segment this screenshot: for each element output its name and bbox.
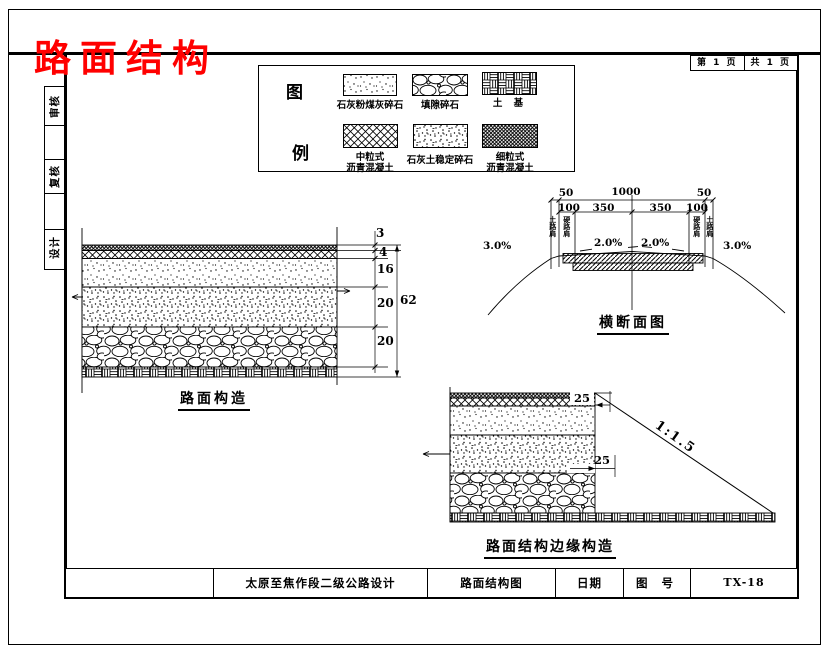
frame-bottom-line [64, 596, 798, 599]
title-block: 太原至焦作段二级公路设计 路面结构图 日期 图 号 TX-18 [66, 568, 797, 597]
sheet-title: 路面结构 [34, 36, 218, 80]
legend-label-lime-flyash: 石灰粉煤灰碎石 [336, 100, 404, 111]
legend-swatch-diamond-hatch [343, 124, 398, 148]
pavement-structure-caption: 路面构造 [178, 388, 250, 411]
slope-outer-left: 3.0% [483, 240, 512, 252]
edge-detail-drawing [422, 387, 776, 523]
pavement-structure-drawing [71, 227, 401, 393]
dim-total-1000: 1000 [611, 186, 641, 198]
title-block-project: 太原至焦作段二级公路设计 [213, 569, 427, 597]
legend-label-choked-crushed-stone: 填隙碎石 [420, 100, 459, 111]
dim-lane-350-right: 350 [649, 202, 672, 214]
outer-border [8, 9, 821, 645]
title-block-date-label: 日期 [555, 569, 623, 597]
shoulder-label-hard-right: 硬路肩 [692, 216, 701, 237]
dim-shoulder-50-right: 50 [696, 187, 712, 199]
dim-hard-shoulder-100-left: 100 [558, 202, 580, 214]
signature-cell-fuhe: 复核 [45, 159, 64, 193]
signature-cell-empty-1 [45, 125, 64, 159]
shoulder-label-hard-left: 硬路肩 [562, 216, 571, 237]
page-number-total: 共 1 页 [743, 56, 798, 70]
cross-section-caption: 横断面图 [597, 312, 669, 335]
title-block-fig-no-label: 图 号 [623, 569, 690, 597]
legend-label-medium-asphalt-1: 中粒式 [355, 152, 385, 163]
dim-layer-1: 3 [376, 226, 385, 240]
title-block-drawing-title: 路面结构图 [427, 569, 555, 597]
legend-label-fine-asphalt-2: 沥青混凝土 [486, 163, 534, 174]
legend-swatch-fine-crosshatch [482, 124, 538, 148]
legend-label-subgrade: 土 基 [492, 98, 528, 109]
slope-outer-right: 3.0% [723, 240, 752, 252]
signature-cell-empty-2 [45, 193, 64, 229]
title-block-empty-cell [66, 569, 213, 597]
legend-swatch-stipple-dense [413, 124, 468, 148]
shoulder-label-earth-right: 土路肩 [705, 216, 714, 237]
dim-edge-25-mid: 25 [593, 453, 610, 467]
dim-shoulder-50-left: 50 [558, 187, 574, 199]
shoulder-label-earth-left: 土路肩 [548, 216, 557, 237]
cross-section-drawing [487, 195, 786, 316]
dim-layer-4: 20 [377, 296, 394, 310]
title-block-fig-no-value: TX-18 [690, 569, 797, 597]
legend-swatch-cobble [412, 74, 468, 96]
slope-inner-left: 2.0% [594, 237, 623, 249]
page-number-current: 第 1 页 [696, 58, 738, 68]
legend-heading-bottom: 例 [292, 144, 309, 164]
legend-swatch-stipple-light [343, 74, 397, 96]
edge-detail-caption: 路面结构边缘构造 [484, 536, 616, 559]
frame-top-line [8, 52, 821, 55]
legend-label-lime-soil: 石灰土稳定碎石 [406, 155, 474, 166]
frame-right-line [796, 52, 799, 599]
signature-cell-shenhe: 审核 [45, 87, 64, 125]
legend-label-medium-asphalt-2: 沥青混凝土 [346, 163, 394, 174]
dim-layer-3: 16 [377, 262, 394, 276]
dim-hard-shoulder-100-right: 100 [686, 202, 708, 214]
legend-label-fine-asphalt-1: 细粒式 [495, 152, 525, 163]
dim-lane-350-left: 350 [592, 202, 615, 214]
dim-layer-2: 4 [379, 245, 388, 259]
legend-swatch-basket-weave [482, 72, 537, 95]
signature-label: 审核 [49, 94, 61, 118]
signature-cell-sheji: 设计 [45, 229, 64, 265]
signature-label: 设计 [49, 236, 61, 259]
dim-total: 62 [400, 293, 417, 307]
signature-column: 审核 复核 设计 [44, 86, 65, 270]
page-number-box: 第 1 页 共 1 页 [690, 55, 798, 71]
dim-edge-25-top: 25 [570, 391, 594, 405]
dim-layer-5: 20 [377, 334, 394, 348]
slope-inner-right: 2.0% [641, 237, 670, 249]
legend-heading-top: 图 [286, 83, 303, 103]
frame-left-line [64, 52, 67, 599]
signature-label: 复核 [49, 165, 61, 188]
